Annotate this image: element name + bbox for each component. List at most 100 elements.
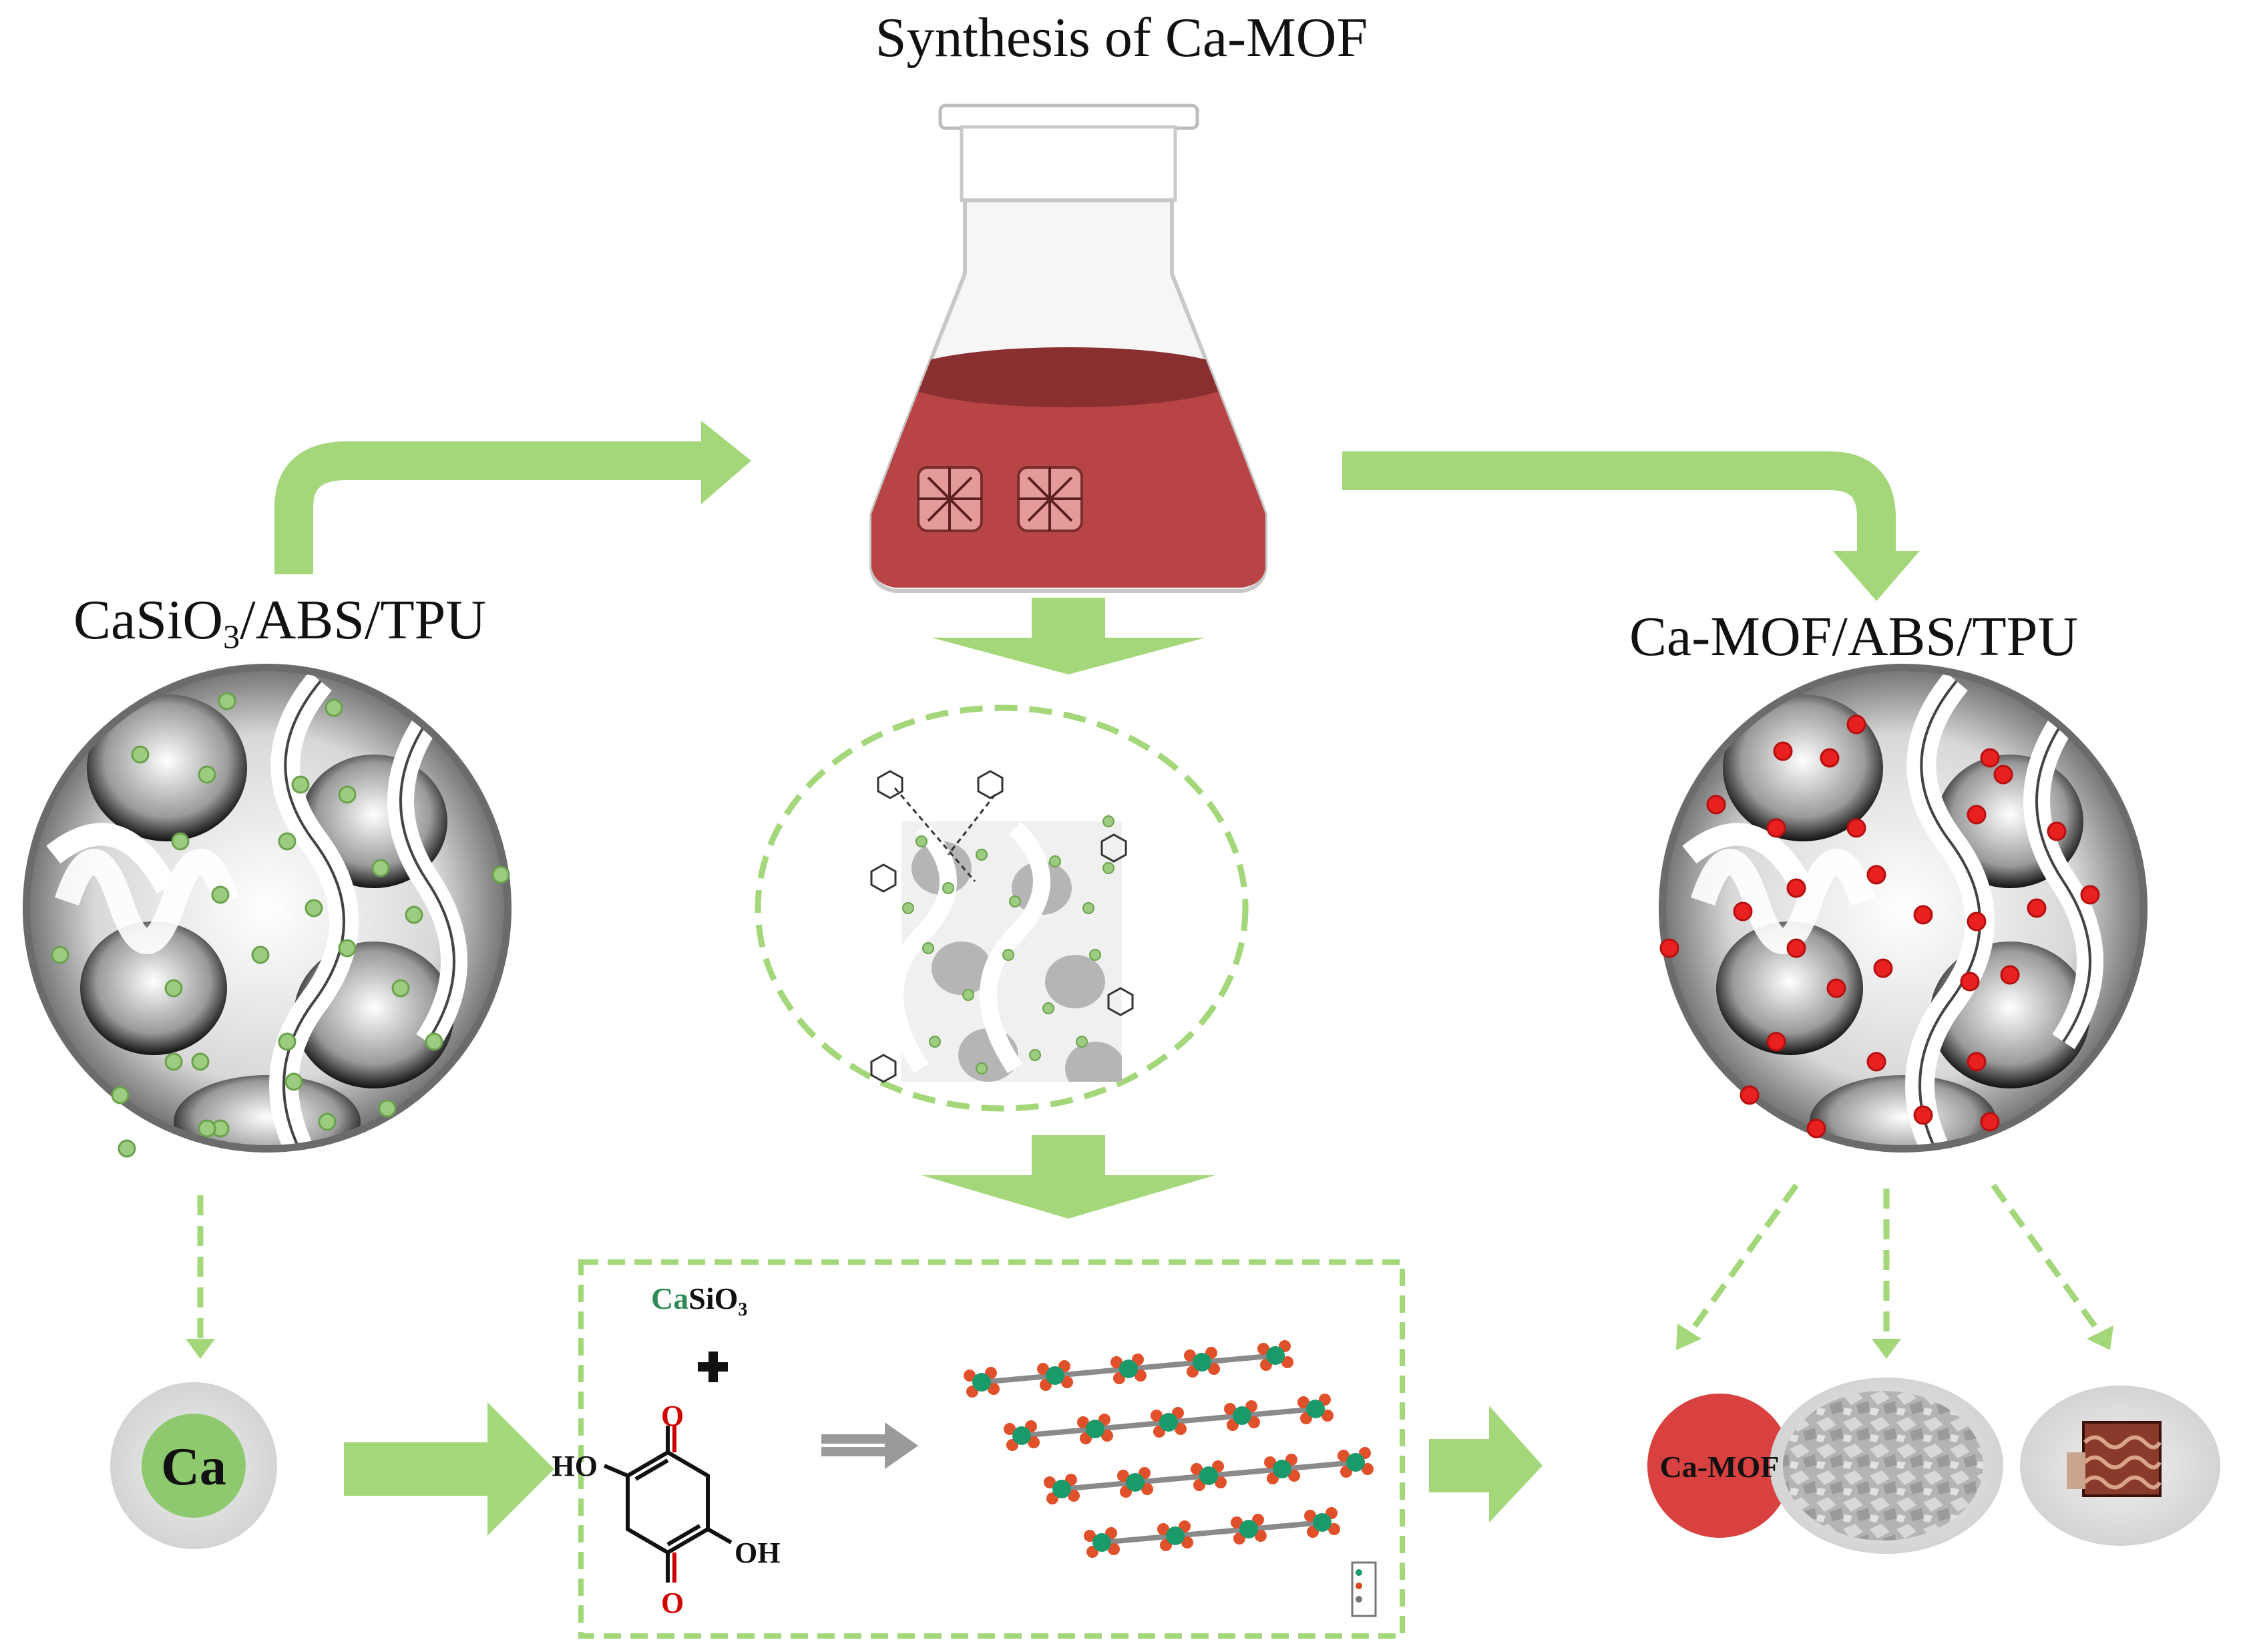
particle [191,1052,210,1071]
lattice-linker [1054,1366,1129,1378]
lattice-oxygen [1338,1450,1350,1462]
mof-crystal-icon [1017,466,1083,532]
particle [1960,972,1980,992]
mof-particles [1659,714,2100,1139]
particle [378,1099,397,1118]
particle [304,899,323,917]
lattice-metal-node [1199,1466,1218,1485]
lattice-oxygen [1255,1530,1267,1542]
particle [2000,965,2020,985]
lattice-linker [1248,1520,1323,1532]
lattice-oxygen [1181,1536,1193,1548]
lattice-linker [1208,1466,1283,1478]
lattice-linker [1201,1353,1276,1365]
calcium-bubble [110,1382,277,1549]
particle [118,1139,136,1158]
lattice-metal-node [1046,1366,1064,1385]
lattice-oxygen [1117,1470,1129,1482]
particle [198,765,216,784]
lattice-oxygen [1288,1470,1300,1482]
lattice-oxygen [1264,1456,1276,1468]
particle [1659,938,1679,958]
right-scaffold-circle [1659,664,2148,1153]
reactant-sub: 3 [738,1299,747,1320]
particle [1866,1052,1886,1072]
lattice-oxygen [1191,1463,1203,1475]
lattice-oxygen [1028,1436,1040,1448]
lattice-oxygen [1175,1423,1187,1435]
lattice-oxygen [1257,1343,1269,1355]
particle [211,885,230,904]
arrow-down-1 [932,598,1205,674]
particle [291,775,310,794]
ca-bubble-label: Ca [161,1438,226,1496]
scaffold-photo [2020,1386,2220,1546]
mof-crystal-icon [917,466,983,532]
lattice-linker [1061,1480,1136,1492]
particle [1786,878,1806,898]
ca-mof-product [1647,1394,1792,1538]
lattice-metal-node [1306,1400,1325,1418]
lattice-oxygen [1108,1543,1120,1555]
lattice-oxygen [1044,1476,1056,1488]
particle [1766,1032,1786,1052]
particle [164,979,183,998]
arrow-down-2 [922,1135,1215,1219]
lattice-oxygen [1321,1410,1334,1422]
lattice-metal-node [1012,1426,1031,1445]
particle [1873,958,1893,978]
center-mof-structure [755,704,1249,1112]
arrow-to-flask [274,441,708,574]
arrow-head [701,421,751,504]
lattice-linker [1094,1420,1169,1432]
particle [391,979,410,998]
lattice-oxygen [1151,1410,1163,1422]
oxygen-top: O [661,1400,684,1432]
particle [425,1032,443,1051]
arrow-ca-to-reaction [344,1402,554,1536]
lattice-oxygen [1328,1523,1340,1535]
lattice-oxygen [1157,1523,1169,1535]
lattice-metal-node [1266,1346,1285,1365]
particle [278,1032,296,1051]
particle [1820,748,1840,768]
particle [171,832,190,851]
particle [1766,818,1786,838]
lattice-oxygen [1215,1476,1227,1488]
particle [1846,818,1866,838]
lattice-legend [1351,1561,1377,1617]
lattice-metal-node [1239,1520,1258,1538]
particle [1706,795,1726,815]
lattice-oxygen [1281,1356,1293,1368]
lattice-oxygen [1101,1430,1113,1442]
calcium-particles [51,692,510,1158]
hydroxyl-right: OH [735,1536,780,1569]
particle [2047,821,2067,841]
lattice-oxygen [1208,1363,1220,1375]
particle [1733,901,1753,921]
diagram-title: Synthesis of Ca-MOF [875,7,1368,69]
particle [1967,805,1987,825]
particle [2080,885,2100,905]
lattice-metal-node [1052,1480,1071,1498]
particle [1993,765,2013,785]
lattice-linker [1101,1533,1176,1545]
reaction-box [578,1259,1405,1639]
particle [1786,938,1806,958]
lattice-metal-node [1126,1473,1145,1492]
lattice-oxygen [1184,1350,1196,1362]
particle [1846,714,1866,735]
lattice-metal-node [972,1373,991,1392]
particle [1967,911,1987,932]
lattice-oxygen [988,1383,1000,1395]
particle [338,939,357,958]
reactant-casio3: CaSiO3 [651,1281,747,1320]
reactant-sio: SiO [688,1281,738,1315]
lattice-oxygen [1068,1490,1080,1502]
lattice-linker [1128,1360,1203,1372]
lattice-linker [1135,1473,1209,1485]
lattice-metal-node [1346,1453,1365,1472]
oxygen-bottom: O [661,1587,684,1619]
hydroxyl-left: HO [552,1450,598,1482]
left-scaffold-circle [23,664,512,1158]
